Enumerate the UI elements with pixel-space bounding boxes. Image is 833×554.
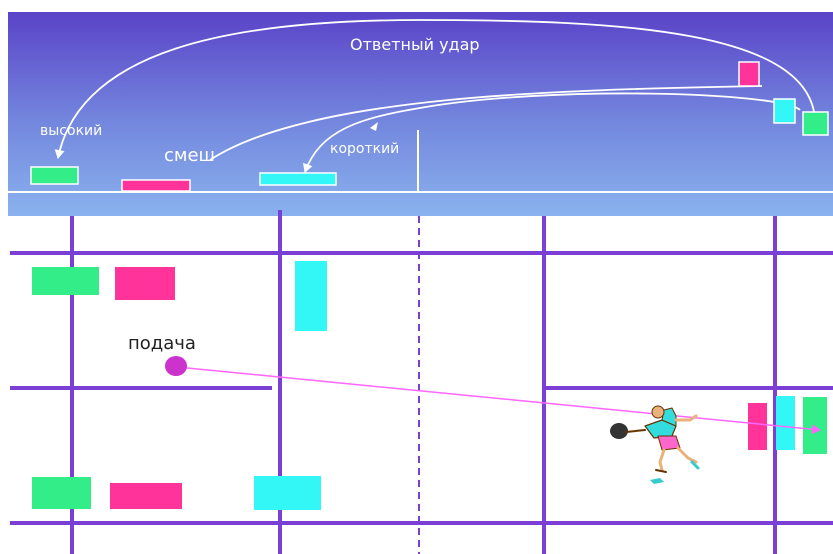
zone-green-back-top	[32, 267, 99, 295]
smash-label: смеш	[164, 145, 215, 166]
receiver-cyan-box	[776, 396, 795, 450]
zone-green-back-bottom	[32, 477, 91, 509]
receiver-pink-box	[748, 403, 767, 450]
high-label: высокий	[40, 123, 102, 139]
zone-cyan-front-top	[295, 261, 327, 331]
serve-label: подача	[128, 333, 196, 354]
cyan-player-box	[773, 98, 796, 124]
arrow-head-icon	[370, 122, 378, 131]
high-shot-trajectory	[54, 19, 816, 159]
serve-ball	[165, 356, 187, 376]
short-shot-trajectory	[302, 92, 801, 173]
short-label: короткий	[330, 141, 399, 157]
green-player-box	[802, 111, 829, 136]
serve-path-arrow	[176, 366, 821, 435]
smash-landing-zone	[121, 179, 191, 192]
receiver-green-box	[803, 397, 827, 454]
high-landing-zone	[30, 166, 79, 185]
smash-trajectory	[209, 85, 763, 161]
return-shot-label: Ответный удар	[350, 35, 480, 54]
zone-pink-back-bottom	[110, 483, 182, 509]
badminton-player-icon	[610, 405, 700, 484]
short-landing-zone	[259, 172, 337, 186]
pink-player-box	[738, 61, 760, 87]
zone-pink-back-top	[115, 267, 175, 300]
zone-cyan-front-bottom	[254, 476, 321, 510]
shuttlecock-icon	[650, 478, 664, 484]
